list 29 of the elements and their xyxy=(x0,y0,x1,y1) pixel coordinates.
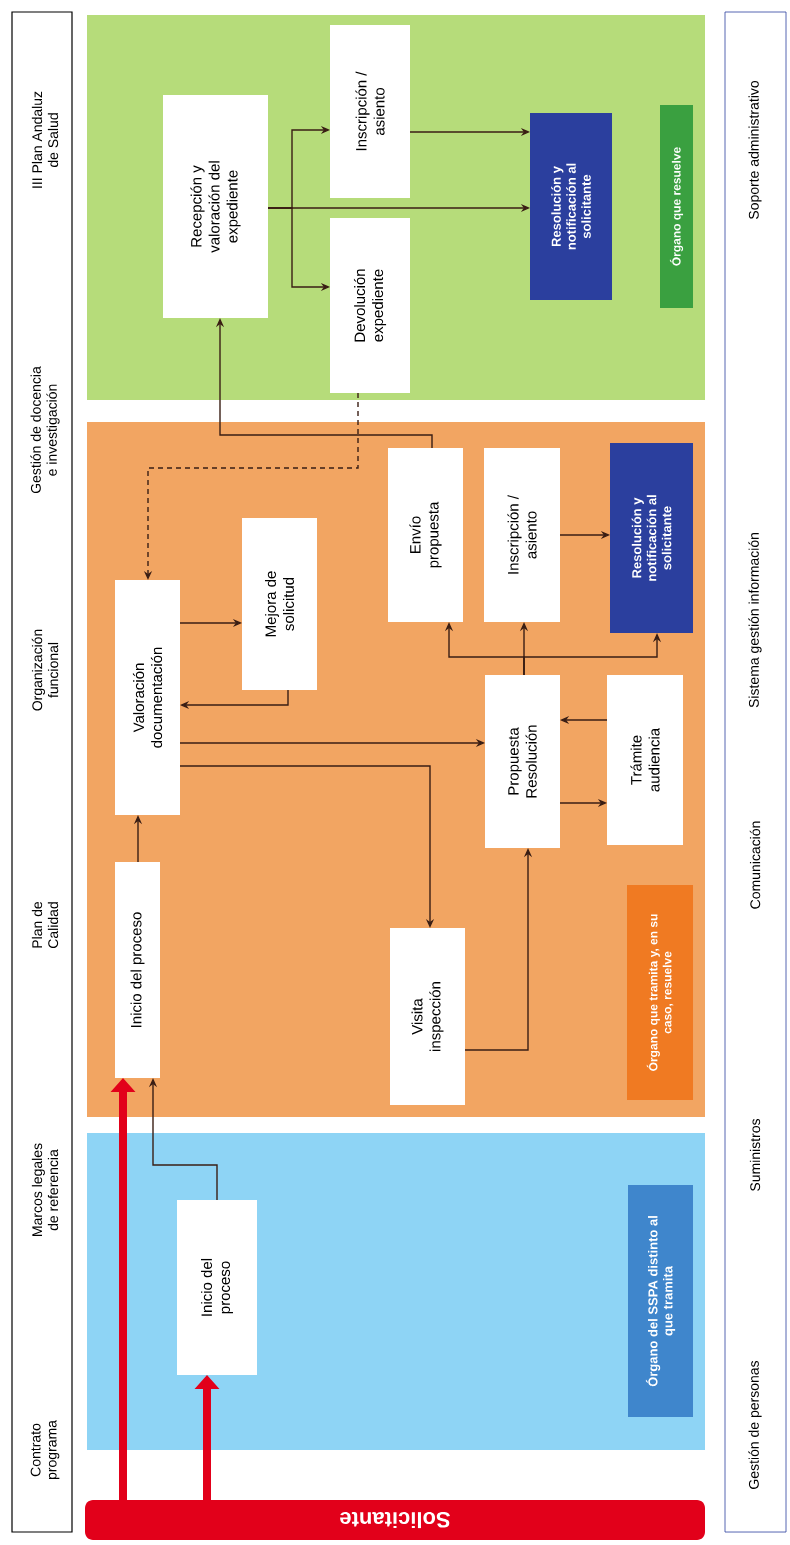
column-heading: Plan de Calidad xyxy=(31,901,59,949)
requester-bar: Solicitante xyxy=(85,1500,705,1540)
column-heading: Soporte administrativo xyxy=(748,81,762,219)
organ-label: Órgano del SSPA distinto al que tramita xyxy=(628,1185,693,1417)
process-box: Envío propuesta xyxy=(388,448,463,622)
column-heading: Suministros xyxy=(749,1118,761,1191)
column-heading: Sistema gestión información xyxy=(748,533,762,708)
process-box: Inscripción / asiento xyxy=(330,25,410,198)
process-box: Valoración documentación xyxy=(115,580,180,815)
resolution-box: Resolución y notificación al solicitante xyxy=(610,443,693,633)
organ-label: Órgano que tramita y, en su caso, resuelve xyxy=(627,885,693,1100)
column-heading: Contrato programa xyxy=(30,1420,60,1480)
column-heading: Gestión de personas xyxy=(748,1360,762,1489)
process-box: Inicio del proceso xyxy=(177,1200,257,1375)
organ-label: Órgano que resuelve xyxy=(660,105,693,308)
process-box: Mejora de solicitud xyxy=(242,518,317,690)
process-box: Inicio del proceso xyxy=(115,862,160,1078)
process-box: Trámite audiencia xyxy=(607,675,683,845)
process-box: Inscripción / asiento xyxy=(484,448,560,622)
column-heading: Organización funcional xyxy=(31,629,59,711)
process-box: Devolución expediente xyxy=(330,218,410,393)
column-heading: Comunicación xyxy=(749,821,761,909)
column-heading: III Plan Andaluz de Salud xyxy=(31,91,59,188)
column-heading: Gestión de docencia e investigación xyxy=(30,366,60,494)
column-heading: Marcos legales de referencia xyxy=(31,1143,59,1236)
process-box: Visita inspección xyxy=(390,928,465,1105)
process-box: Propuesta Resolución xyxy=(485,675,560,848)
resolution-box: Resolución y notificación al solicitante xyxy=(530,113,612,300)
process-box: Recepción y valoración del expediente xyxy=(163,95,268,318)
